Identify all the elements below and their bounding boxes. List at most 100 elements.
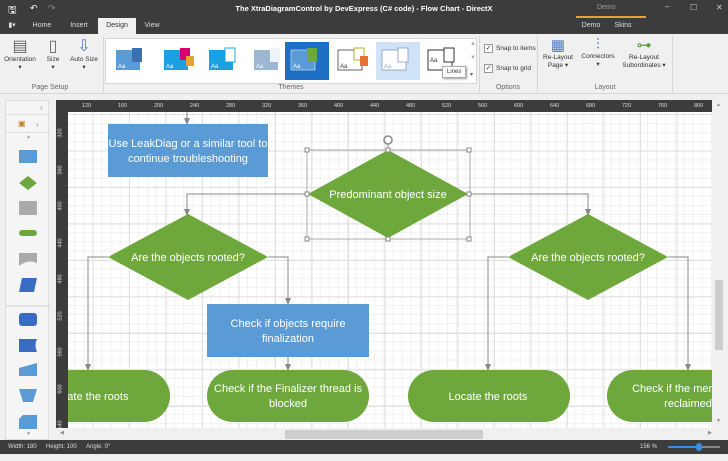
theme-item[interactable]: Aa (248, 42, 292, 80)
zoom-slider[interactable] (668, 443, 720, 451)
theme-tooltip: Lines (442, 66, 467, 78)
shapes-toolbox: › ▣› ▲ ▼ (5, 100, 50, 440)
shape-category-selector[interactable]: ▣› (6, 117, 50, 133)
theme-item[interactable]: Aa (422, 42, 466, 80)
close-button[interactable]: ✕ (716, 3, 723, 12)
gallery-scroll-down[interactable]: ▼ (470, 55, 476, 61)
theme-item-hovered[interactable]: Aa (376, 42, 420, 80)
theme-item-selected[interactable]: Aa (285, 42, 329, 80)
tab-insert[interactable]: Insert (70, 22, 88, 29)
scroll-left-arrow[interactable]: ◀ (60, 430, 64, 436)
tab-skins[interactable]: Skins (614, 22, 632, 29)
minimize-button[interactable]: – (665, 2, 670, 11)
app-menu-icon[interactable]: ▮▾ (8, 22, 16, 29)
resize-handle[interactable] (466, 236, 472, 242)
svg-text:Aa: Aa (211, 64, 219, 70)
rectangle-shape[interactable] (19, 150, 37, 163)
resize-handle[interactable] (304, 191, 310, 197)
connector[interactable] (668, 256, 691, 371)
terminator-locate-roots-right[interactable]: Locate the roots (408, 370, 570, 422)
scroll-up-arrow[interactable]: ▲ (716, 102, 721, 108)
rotate-handle[interactable] (383, 135, 393, 145)
terminator-shape[interactable] (19, 230, 37, 236)
zoom-level: 156 % (640, 444, 658, 450)
resize-handle[interactable] (385, 236, 391, 242)
subprocess-shape[interactable] (19, 201, 37, 215)
gallery-scroll-up[interactable]: ▲ (470, 41, 476, 47)
decision-shape[interactable] (19, 176, 37, 190)
scroll-down-arrow[interactable]: ▼ (716, 418, 721, 424)
box-finalization[interactable]: Check if objects require finalization (207, 304, 369, 357)
box-leakdiag[interactable]: Use LeakDiag or a similar tool to contin… (108, 124, 268, 177)
ruler-label: 680 (586, 103, 596, 109)
orientation-button[interactable]: ▤Orientation▾ (2, 36, 38, 71)
divider (537, 36, 538, 92)
data-shape[interactable] (19, 278, 37, 292)
relayout-page-button[interactable]: ▦Re-Layout Page ▾ (540, 36, 576, 69)
card-shape[interactable] (19, 415, 37, 429)
tab-demo[interactable]: Demo (581, 22, 601, 29)
gallery-expand[interactable]: ▾ (470, 72, 474, 78)
auto-size-button[interactable]: ⇩Auto Size▾ (68, 36, 100, 71)
terminator-locate-roots-left[interactable]: Locate the roots (68, 370, 170, 422)
shape-text: Use LeakDiag or a similar tool to (109, 138, 268, 150)
terminator-finalizer-thread[interactable]: Check if the Finalizer thread is blocked (207, 370, 369, 422)
selection-frame (304, 135, 472, 242)
tab-design[interactable]: Design (98, 18, 136, 34)
diagram-canvas[interactable]: Use LeakDiag or a similar tool to contin… (68, 112, 712, 428)
divider (672, 36, 673, 92)
document-shape[interactable] (19, 253, 37, 266)
ruler-label: 320 (57, 128, 64, 138)
vertical-scroll-thumb[interactable] (715, 280, 723, 350)
scroll-up-icon[interactable]: ▲ (26, 134, 31, 140)
stored-data-shape[interactable] (19, 339, 37, 352)
scroll-right-arrow[interactable]: ▶ (708, 430, 712, 436)
maximize-button[interactable]: ☐ (690, 3, 698, 12)
connectors-button[interactable]: ⫶Connectors▾ (578, 36, 618, 68)
theme-item[interactable]: Aa (110, 42, 154, 80)
resize-handle[interactable] (385, 147, 391, 153)
check-icon: ✓ (484, 44, 493, 53)
tab-home[interactable]: Home (32, 22, 52, 29)
connector[interactable] (85, 256, 108, 371)
scroll-down-icon[interactable]: ▼ (26, 431, 31, 437)
relayout-subordinates-button[interactable]: ⊶Re-Layout Subordinates ▾ (620, 36, 668, 69)
horizontal-scroll-thumb[interactable] (285, 430, 483, 439)
resize-handle[interactable] (466, 147, 472, 153)
connector[interactable] (184, 193, 308, 216)
redo-icon[interactable]: ↷ (48, 3, 56, 13)
connector[interactable] (468, 193, 591, 216)
direct-data-shape[interactable] (19, 313, 37, 326)
horizontal-scrollbar[interactable]: ◀ ▶ (56, 428, 726, 440)
chevron-right-icon: › (40, 103, 43, 112)
tab-view[interactable]: View (144, 22, 160, 29)
connector[interactable] (268, 256, 291, 305)
theme-item[interactable]: Aa (203, 42, 247, 80)
decision-objects-rooted-left[interactable]: Are the objects rooted? (108, 214, 268, 300)
svg-text:Aa: Aa (256, 64, 264, 70)
theme-item[interactable]: Aa (158, 42, 202, 80)
orientation-icon: ▤ (12, 38, 28, 55)
resize-handle[interactable] (466, 191, 472, 197)
ruler-label: 120 (82, 103, 92, 109)
manual-input-shape[interactable] (19, 363, 37, 376)
title-bar: 🖫 ↶ ↷ The XtraDiagramControl by DevExpre… (0, 0, 728, 18)
zoom-slider-thumb[interactable] (696, 443, 703, 451)
resize-handle[interactable] (304, 236, 310, 242)
snap-to-items-label: Snap to items (496, 45, 536, 52)
resize-handle[interactable] (304, 147, 310, 153)
ruler-label: 360 (57, 164, 64, 175)
size-button[interactable]: ▯Size▾ (40, 36, 66, 71)
decision-objects-rooted-right[interactable]: Are the objects rooted? (508, 214, 668, 300)
terminator-memory-reclaimed[interactable]: Check if the memory is reclaimed (607, 370, 712, 422)
shape-text: reclaimed (664, 398, 712, 410)
vertical-scrollbar[interactable]: ▲ ▼ (712, 100, 726, 428)
toolbox-header[interactable]: › (6, 101, 50, 115)
undo-icon[interactable]: ↶ (30, 3, 38, 13)
theme-item[interactable]: Aa (332, 42, 376, 80)
connector[interactable] (485, 256, 508, 371)
decision-predominant-size[interactable]: Predominant object size (308, 150, 468, 238)
manual-operation-shape[interactable] (19, 389, 37, 402)
save-icon[interactable]: 🖫 (8, 5, 17, 16)
shape-text: Check if the memory is (632, 383, 712, 395)
